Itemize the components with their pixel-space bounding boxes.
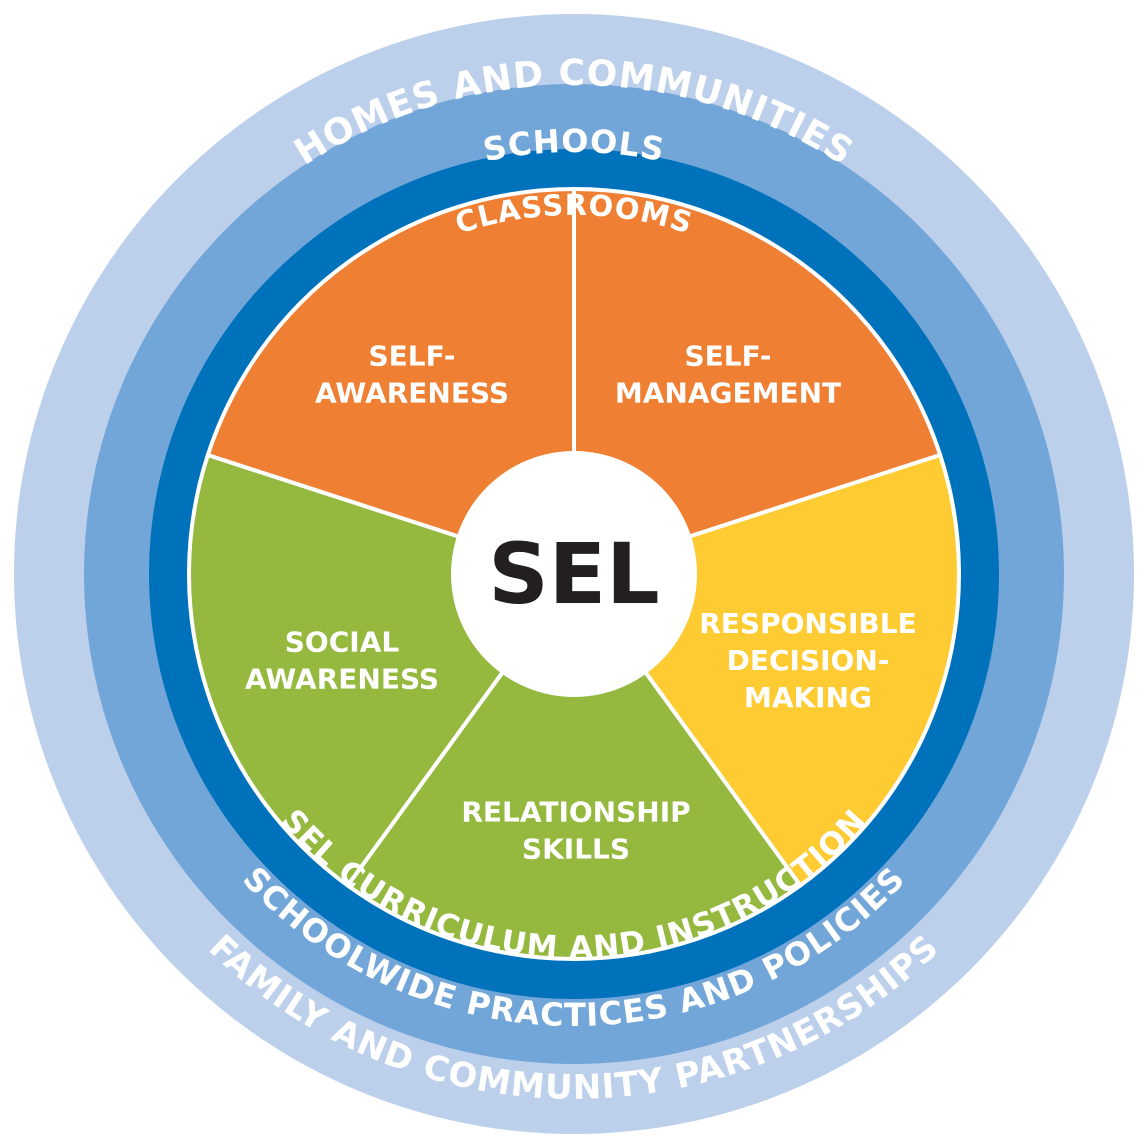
segment-self-awareness bbox=[205, 187, 576, 576]
segment-label-line: SKILLS bbox=[522, 833, 630, 866]
segment-label-self-awareness: SELF- AWARENESS bbox=[315, 340, 509, 410]
segment-label-relationship-skills: RELATIONSHIP SKILLS bbox=[461, 796, 690, 866]
segment-label-line: MAKING bbox=[744, 681, 872, 714]
segment-label-line: AWARENESS bbox=[245, 663, 439, 696]
segment-label-responsible-decision-making: RESPONSIBLE DECISION- MAKING bbox=[699, 607, 917, 714]
center-label: SEL bbox=[488, 525, 659, 623]
segment-label-line: SOCIAL bbox=[285, 626, 400, 659]
segment-label-self-management: SELF- MANAGEMENT bbox=[615, 340, 841, 410]
segment-label-line: RELATIONSHIP bbox=[461, 796, 690, 829]
center-circle bbox=[451, 451, 697, 697]
segment-label-line: DECISION- bbox=[727, 644, 890, 677]
segment-label-line: SELF- bbox=[684, 340, 771, 373]
segment-relationship-skills bbox=[345, 572, 803, 961]
segment-label-line: MANAGEMENT bbox=[615, 377, 841, 410]
segment-self-management bbox=[572, 187, 943, 576]
segment-label-line: RESPONSIBLE bbox=[699, 607, 917, 640]
segment-label-social-awareness: SOCIAL AWARENESS bbox=[245, 626, 439, 696]
segment-label-line: AWARENESS bbox=[315, 377, 509, 410]
segment-label-line: SELF- bbox=[368, 340, 455, 373]
